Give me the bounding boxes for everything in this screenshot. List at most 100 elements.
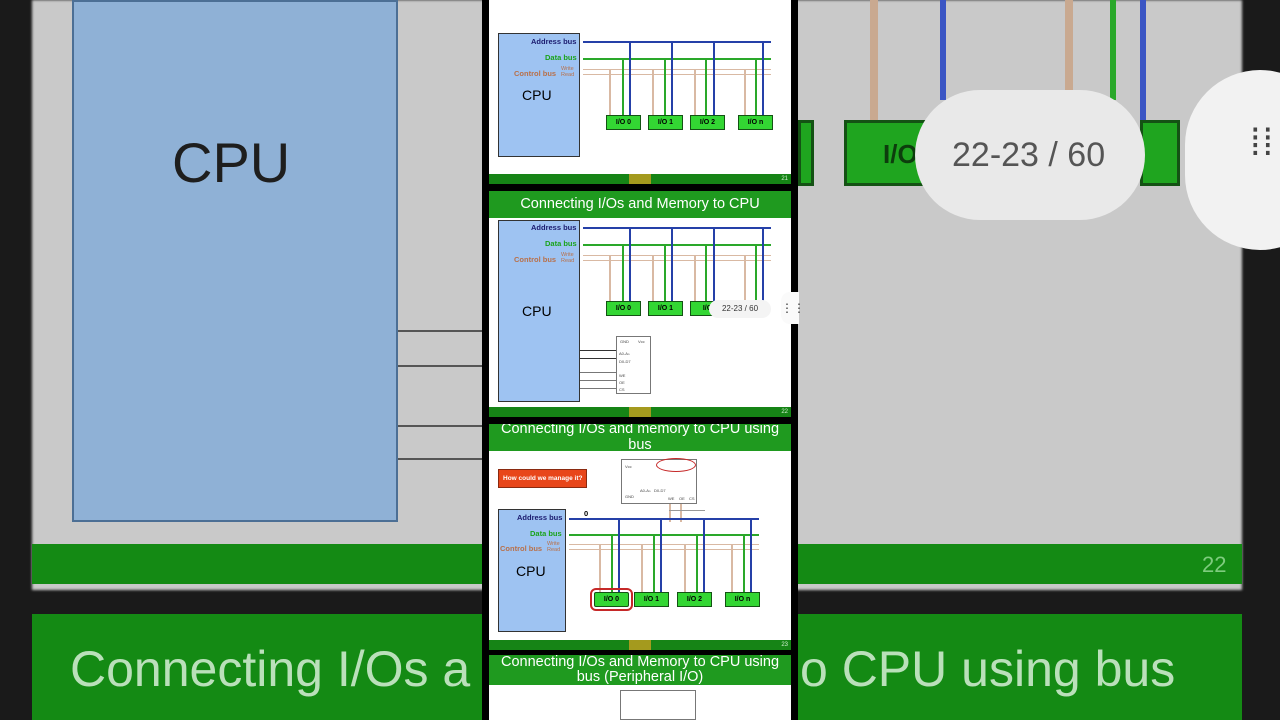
oe-pin-label: OE [679,496,685,501]
io-box-n: I/O n [725,592,760,607]
zero-label: 0 [584,509,589,518]
address-drop [750,518,752,592]
backdrop-wire [398,330,482,332]
we-pin-label: WE [619,373,626,378]
control-drop [609,69,611,115]
write-label: Write [561,66,574,72]
slide-viewer[interactable]: CPU Address bus Data bus Control bus Wri… [482,0,798,720]
data-drop [664,58,666,115]
read-line [583,260,771,261]
control-drop [694,69,696,115]
backdrop-io-box [1140,120,1180,186]
io-box-2: I/O 2 [690,115,725,130]
io-box-0: I/O 0 [606,301,641,316]
memory-wire [580,372,616,373]
write-line [569,544,759,545]
write-label: Write [561,252,574,258]
control-drop [744,255,746,301]
data-bus-label: Data bus [530,529,562,538]
backdrop-wire [398,365,482,367]
control-drop [684,544,686,592]
backdrop-grid-icon: ⁞⁞ [1250,122,1276,164]
address-drop [629,227,631,301]
io-box-n: I/O n [738,115,773,130]
data-pins-label: D0-D7 [619,359,631,364]
io-box-1: I/O 1 [648,115,683,130]
write-line [583,69,771,70]
backdrop-cpu-box [72,0,398,522]
cpu-label: CPU [522,303,552,319]
io-box-1: I/O 1 [648,301,683,316]
address-bus-line [583,41,771,43]
address-drop [629,41,631,115]
backdrop-slide-number: 22 [1202,552,1227,577]
backdrop-wire [398,458,482,460]
address-drop [703,518,705,592]
backdrop-page-indicator: 22-23 / 60 [952,136,1106,174]
read-label: Read [561,258,575,264]
gnd-label: GND [625,494,634,499]
memory-wire [580,358,616,359]
data-drop [705,244,707,301]
data-bus-line [583,58,771,60]
backdrop-bus-line [1065,0,1073,100]
control-drop [731,544,733,592]
gnd-label: GND [620,339,629,344]
address-bus-label: Address bus [517,513,563,522]
data-drop [622,244,624,301]
io-box-0: I/O 0 [590,588,633,611]
slide-21[interactable]: CPU Address bus Data bus Control bus Wri… [489,0,791,184]
write-label: Write [547,541,560,547]
data-drop [664,244,666,301]
slide-footer: 22 [489,407,791,417]
io-box-2: I/O 2 [677,592,712,607]
memory-chip: GND Vcc A0-Aₙ D0-D7 WE OE CS [616,336,651,394]
data-drop [755,58,757,115]
control-drop [599,544,601,592]
data-drop [611,534,613,592]
control-drop [694,255,696,301]
footer-logo [629,407,651,417]
highlight-oval [656,458,696,472]
data-bus-label: Data bus [545,239,577,248]
backdrop-bus-line [1110,0,1116,100]
control-bus-label: Control bus [514,69,557,78]
address-bus-label: Address bus [531,37,577,46]
slide-24[interactable]: Connecting I/Os and Memory to CPU using … [489,655,791,720]
backdrop-io-label: I/O [883,139,918,169]
control-drop [641,544,643,592]
control-drop [652,255,654,301]
backdrop-side-button [1185,70,1280,250]
control-drop [609,255,611,301]
grid-menu-icon[interactable]: ⋮⋮ [781,292,805,324]
cpu-box [498,33,580,157]
backdrop-cpu-label: CPU [172,131,291,194]
question-callout: How could we manage it? [498,469,588,488]
slide-title: Connecting I/Os and Memory to CPU using … [489,655,791,685]
slide-23[interactable]: Connecting I/Os and memory to CPU using … [489,424,791,650]
slide-number: 23 [781,642,788,648]
read-label: Read [547,547,561,553]
cs-pin-label: CS [619,387,625,392]
io-box-0: I/O 0 [606,115,641,130]
cpu-box [498,220,580,402]
data-drop [743,534,745,592]
address-drop [660,518,662,592]
bus-diagram: CPU Address bus Data bus Control bus Wri… [489,218,791,407]
vcc-label: Vcc [638,339,645,344]
address-drop [713,41,715,115]
address-drop [762,41,764,115]
backdrop-wire [398,425,482,427]
we-pin-label: WE [668,496,675,501]
slide-footer: 23 [489,640,791,650]
address-drop [618,518,620,592]
write-line [583,255,771,256]
page-indicator[interactable]: 22-23 / 60 [709,300,771,318]
memory-wire [669,510,705,511]
cpu-box [498,509,566,632]
cs-pin-label: CS [689,496,695,501]
data-drop [755,244,757,301]
control-bus-label: Control bus [514,255,557,264]
address-bus-label: Address bus [531,223,577,232]
memory-wire [669,504,671,522]
